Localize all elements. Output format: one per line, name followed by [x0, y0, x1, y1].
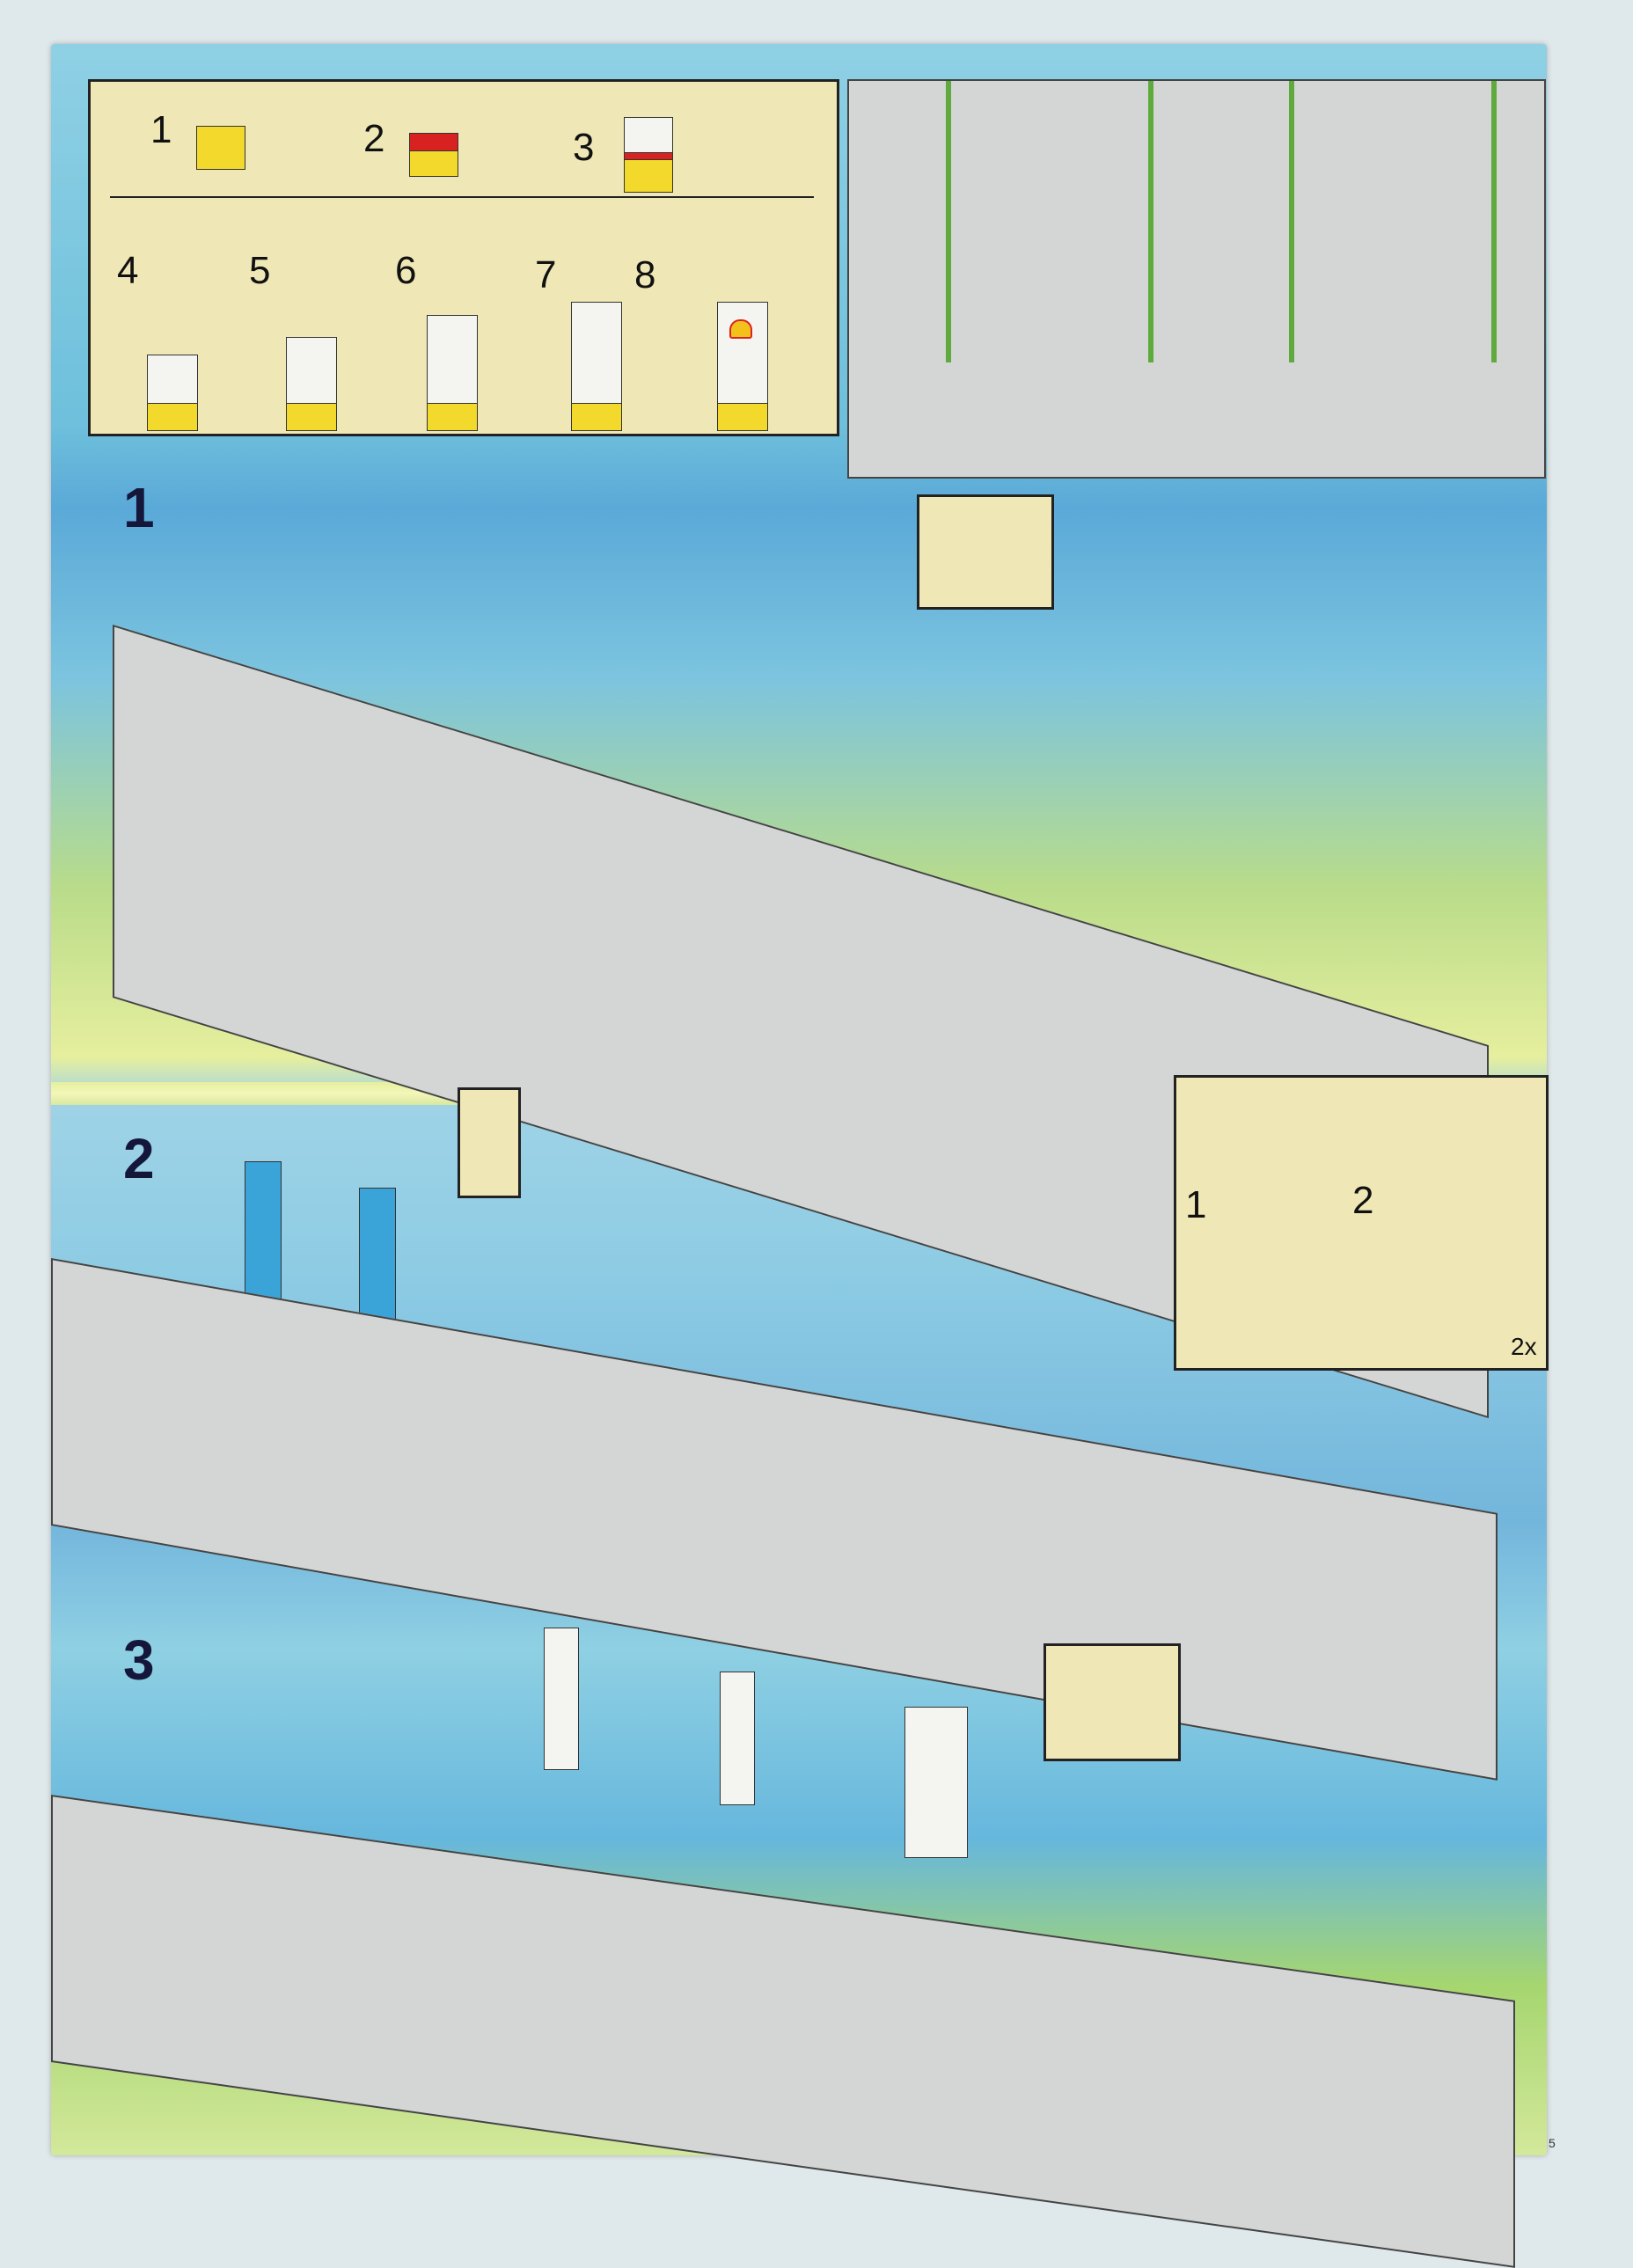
substep-3: 3	[573, 126, 595, 169]
substep-6: 6	[395, 249, 417, 292]
lane-line	[1491, 81, 1497, 362]
pump-body-4	[147, 355, 198, 405]
baseplate-plan	[847, 79, 1546, 479]
pump-base-6	[427, 403, 478, 431]
pillar	[720, 1672, 755, 1805]
yellow-brick	[624, 159, 673, 193]
step-number-3: 3	[123, 1628, 155, 1692]
lane-line	[1289, 81, 1294, 362]
step-number-1: 1	[123, 476, 155, 539]
pump-base-4	[147, 403, 198, 431]
pump-body-7	[571, 302, 622, 405]
step2-callout-broom	[458, 1087, 521, 1198]
subassembly-panel: 1 2 3 4 5 6 7 8	[88, 79, 839, 436]
step3-baseplate	[51, 1795, 1515, 2268]
substep-8: 8	[634, 253, 656, 296]
panel-divider	[110, 196, 814, 198]
pump-base-7	[571, 403, 622, 431]
substep-1: 1	[150, 108, 172, 151]
pump-base-5	[286, 403, 337, 431]
lane-line	[946, 81, 951, 362]
substep-7: 7	[535, 253, 557, 296]
pump-body-6	[427, 315, 478, 405]
substep-5: 5	[249, 249, 271, 292]
substep-2: 2	[363, 117, 385, 160]
yellow-brick	[196, 126, 245, 170]
lane-line	[1148, 81, 1153, 362]
page-number: 5	[1549, 2136, 1556, 2150]
step1-callout-hinge	[917, 494, 1054, 610]
white-brick	[624, 117, 673, 154]
step3-callout-hinge	[1044, 1643, 1181, 1761]
red-brick	[409, 133, 458, 152]
instruction-page: 1 2 3 4 5 6 7 8 1 2	[51, 44, 1556, 2268]
multiplier-label: 2x	[1511, 1333, 1537, 1360]
pump-body-8	[717, 302, 768, 405]
step-number-2: 2	[123, 1127, 155, 1190]
shell-logo-icon	[729, 319, 752, 339]
brush-assembly-panel: 1 2 2x	[1174, 1075, 1549, 1371]
brush-substep-1: 1	[1185, 1183, 1207, 1226]
yellow-brick	[409, 150, 458, 177]
substep-4: 4	[117, 249, 139, 292]
pillar	[544, 1628, 579, 1770]
pump-body-5	[286, 337, 337, 405]
wall-block	[904, 1707, 968, 1858]
pump-base-8	[717, 403, 768, 431]
brush-substep-2: 2	[1352, 1179, 1374, 1222]
